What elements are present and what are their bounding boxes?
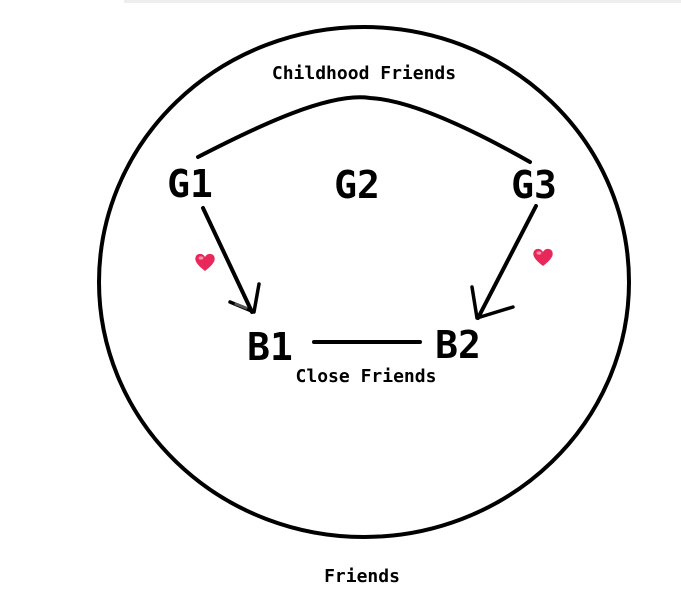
bottom-label: Friends [324, 566, 400, 587]
node-g2: G2 [334, 163, 380, 207]
heart-icon [195, 253, 215, 271]
node-g1: G1 [167, 162, 213, 206]
heart-icon [533, 248, 553, 266]
arrow-g3-to-b2 [470, 204, 538, 320]
node-g3: G3 [511, 163, 557, 207]
node-b1: B1 [247, 325, 293, 369]
arrow-g1-to-b1 [201, 206, 261, 314]
top-edge-strip [124, 0, 681, 3]
edge-g1-g3 [196, 95, 532, 164]
outer-circle [97, 25, 631, 539]
edge-b1-b2-label: Close Friends [296, 366, 437, 387]
outer-circle-label: Childhood Friends [272, 63, 456, 84]
node-b2: B2 [435, 323, 481, 367]
